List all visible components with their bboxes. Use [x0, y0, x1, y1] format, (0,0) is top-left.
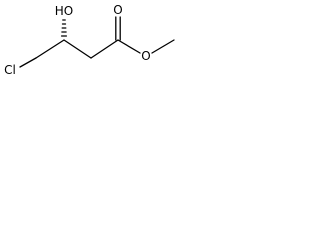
bond-c2-c1: [90, 39, 119, 59]
ester-oxygen-label: O: [141, 49, 150, 63]
carbonyl-oxygen-label: O: [113, 3, 122, 17]
bond-oester-methyl: [151, 39, 175, 54]
hydroxyl-label: HO: [55, 4, 73, 18]
molecule-structure: Cl HO O O: [4, 3, 175, 77]
bond-c3-c2: [63, 39, 92, 59]
bond-c1-oester: [117, 39, 141, 54]
bond-cl-c4: [19, 57, 37, 68]
stereo-hashed-wedge: [60, 19, 68, 37]
bond-c4-c3: [35, 39, 65, 59]
chlorine-label: Cl: [4, 63, 16, 77]
